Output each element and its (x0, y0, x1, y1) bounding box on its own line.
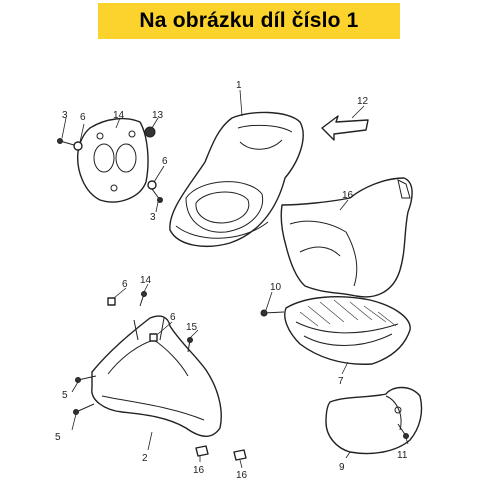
part-5-washer-top[interactable] (73, 141, 83, 151)
part-6-clip-lower[interactable] (149, 333, 158, 342)
part-14-screw-lower[interactable] (187, 337, 193, 353)
part-6-clip-upper[interactable] (107, 297, 116, 306)
part-3-screw-top[interactable] (57, 138, 75, 146)
leader-lines (61, 89, 409, 469)
callout-11: 12 (357, 96, 369, 107)
part-16-nut-left[interactable] (195, 445, 209, 457)
callout-6: 6 (170, 312, 176, 323)
callout-4: 5 (62, 390, 68, 401)
part-15-inner-panel[interactable] (280, 177, 413, 298)
callout-14: 15 (186, 322, 198, 333)
callout-5: 6 (162, 156, 168, 167)
part-9-screw[interactable] (260, 309, 285, 317)
callout-3: 3 (150, 212, 156, 223)
callout-16: 16 (193, 465, 205, 476)
banner-title: Na obrázku díl číslo 1 (139, 9, 359, 32)
callout-2: 2 (142, 453, 148, 464)
part-1-front-cover[interactable] (169, 111, 304, 247)
callout-15: 16 (342, 190, 354, 201)
callout-7: 7 (338, 376, 344, 387)
front-direction-arrow-icon (321, 115, 369, 141)
callout-9: 10 (270, 282, 282, 293)
part-13-headlight-bracket[interactable] (77, 117, 149, 203)
part-8-lower-bracket[interactable] (325, 386, 423, 455)
callout-1: 1 (236, 80, 242, 91)
part-5-washer-right[interactable] (147, 180, 157, 190)
callout-13: 14 (113, 110, 125, 121)
callout-4: 5 (55, 432, 61, 443)
callout-labels: 1 3 6 14 13 6 3 12 16 10 7 11 9 14 15 6 … (55, 80, 408, 481)
part-16-nut-right[interactable] (233, 449, 247, 461)
header-banner: Na obrázku díl číslo 1 (98, 3, 400, 39)
part-7-fan-cover[interactable] (284, 296, 411, 365)
callout-8: 9 (339, 462, 345, 473)
callout-16: 16 (236, 470, 248, 481)
callout-10: 11 (397, 450, 408, 461)
callout-5: 6 (80, 112, 86, 123)
part-4-screw-lower[interactable] (73, 403, 95, 415)
callout-6: 6 (122, 279, 128, 290)
part-2-leg-shield[interactable] (91, 315, 222, 437)
callout-14: 14 (140, 275, 152, 286)
callout-12: 13 (152, 110, 164, 121)
part-12-clip[interactable] (144, 126, 156, 138)
part-14-screw-upper[interactable] (139, 291, 147, 307)
part-3-screw-right[interactable] (151, 188, 163, 203)
callout-3: 3 (62, 110, 68, 121)
